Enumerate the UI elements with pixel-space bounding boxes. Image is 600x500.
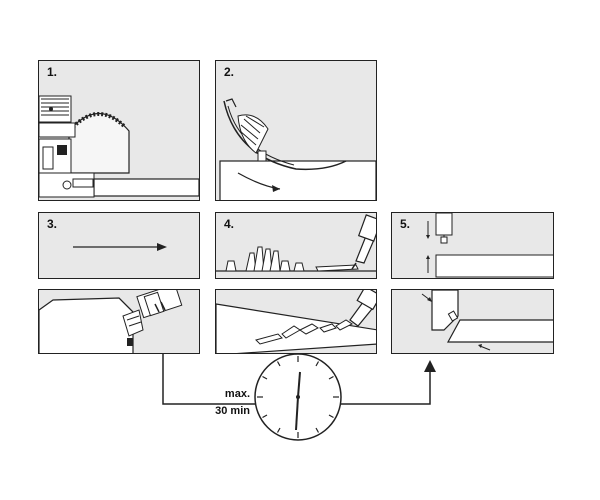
panel-step-4: 4. [215,212,377,279]
biscuit-jointer-illustration [39,95,199,198]
clamped-assembly-illustration [421,290,553,351]
step-number-1: 1. [47,65,58,79]
timer-label-max: max. [224,388,250,400]
arrow-up-icon [424,360,436,372]
step-number-4: 4. [224,217,235,231]
biscuits-glue-illustration [216,214,376,272]
timer-label-duration: 30 min [215,405,250,417]
panel-step-4b [215,289,377,354]
step-number-5: 5. [400,217,411,231]
step-number-3: 3. [47,217,58,231]
clock-icon [254,353,342,441]
jointer-on-board-illustration [39,290,183,353]
panel-step-2: 2. [215,60,377,201]
plunge-cut-illustration [219,98,376,200]
glue-slots-illustration [216,290,376,353]
clamp-schematic-illustration [426,213,553,278]
panel-step-5b [391,289,554,354]
panel-step-3: 3. [38,212,200,279]
panel-step-1b [38,289,200,354]
step-number-2: 2. [224,65,235,79]
panel-step-5: 5. [391,212,554,279]
arrow-right-icon [73,243,167,251]
panel-step-1: 1. [38,60,200,201]
